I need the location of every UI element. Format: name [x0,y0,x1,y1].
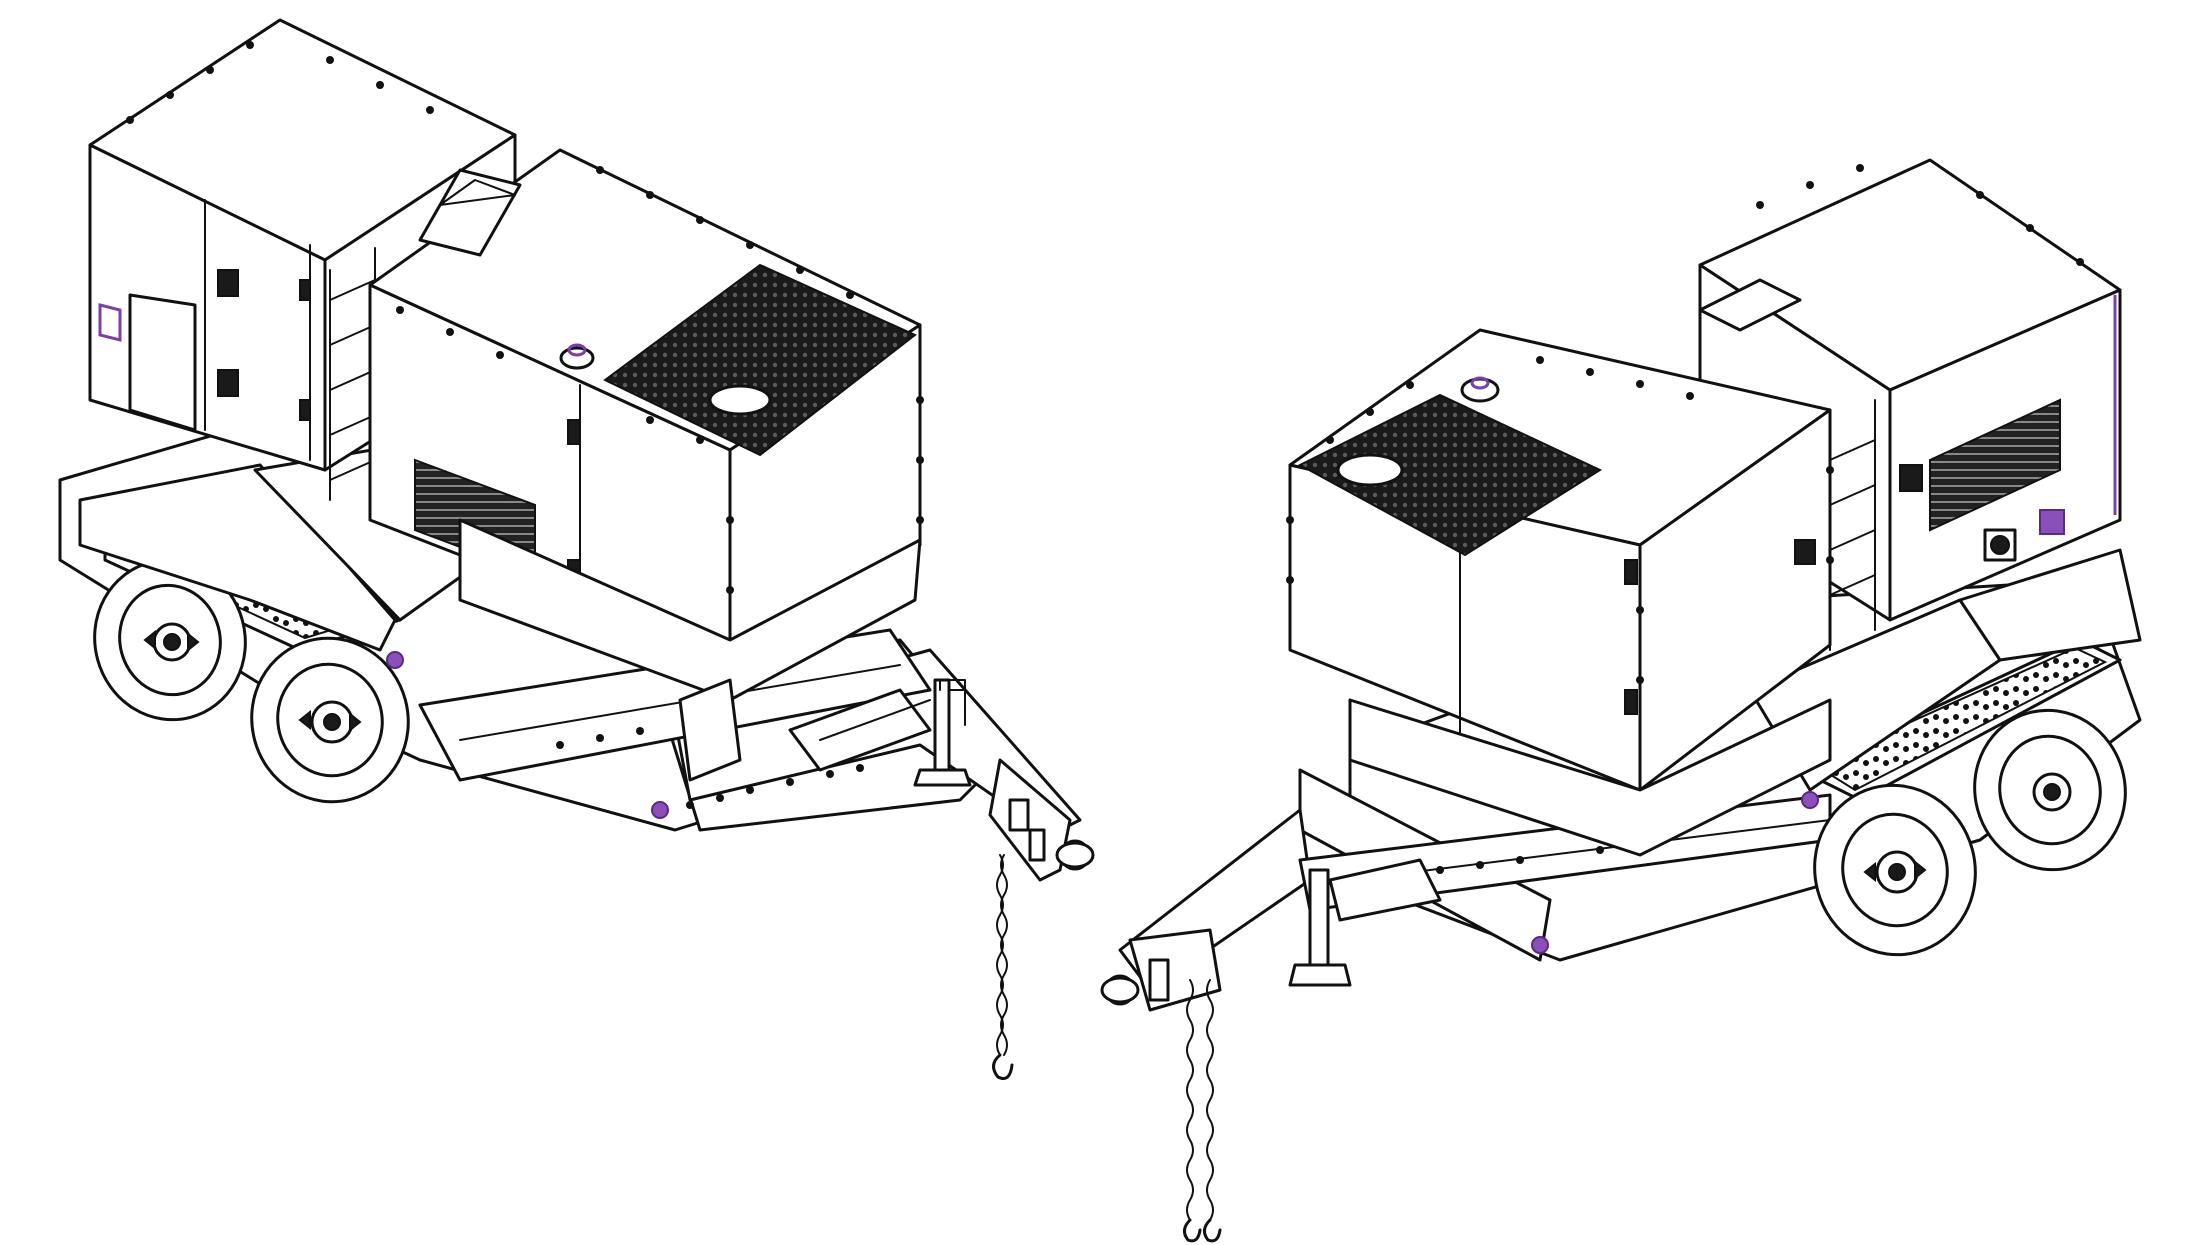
left-isometric-view [58,18,1095,1080]
left-frame-holes [556,727,864,809]
wheel-icon [1813,708,2127,957]
right-main-enclosure [1288,328,1832,792]
left-enclosure-bolts [126,41,924,594]
jack-crank-icon [939,679,966,706]
right-jack-stand [1288,868,1352,987]
tow-ring-icon [1055,841,1095,869]
right-enclosure-bolts [1286,164,2084,684]
filler-cap-icon [559,343,595,370]
right-step-plate [1798,638,2122,802]
filler-cap-icon [1460,376,1500,403]
tow-ring-icon [1100,976,1140,1004]
wheel-icon [93,558,410,804]
hook-icon [992,1053,1014,1080]
chain-icon [1186,979,1214,1221]
right-isometric-view [1100,158,2142,1243]
hook-icon [1183,1218,1222,1243]
chain-icon [996,854,1008,1056]
